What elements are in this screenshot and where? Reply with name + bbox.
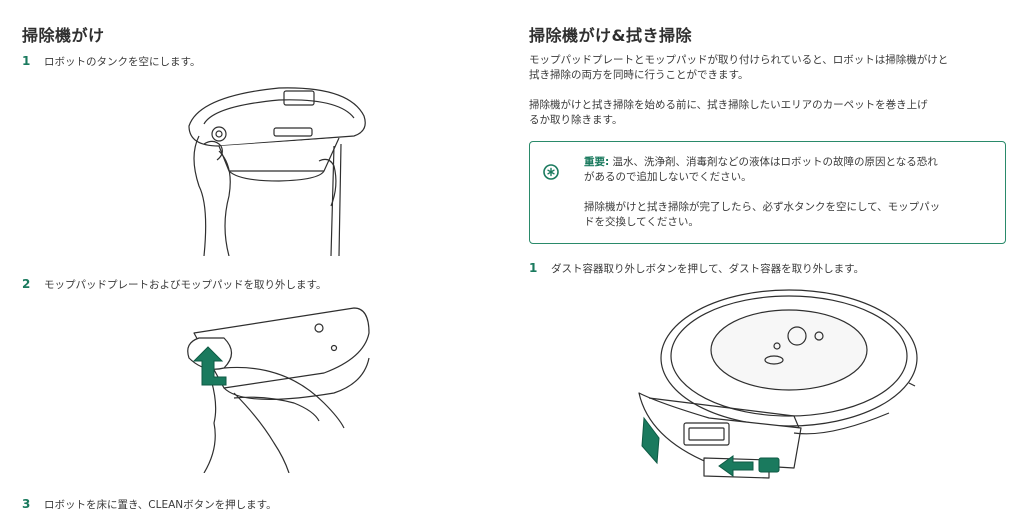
warning-line-1: 温水、洗浄剤、消毒剤などの液体はロボットの故障の原因となる恐れ [609, 156, 938, 168]
step-number: 3 [22, 497, 31, 511]
warning-line-2: があるので追加しないでください。 [584, 171, 752, 183]
step-1-remove-dust-bin: 1 ダスト容器取り外しボタンを押して、ダスト容器を取り外します。 [529, 261, 864, 276]
lift-arrow-icon [192, 346, 227, 386]
section-title-vacuum: 掃除機がけ [22, 26, 105, 45]
note-line-2: ドを交換してください。 [584, 216, 699, 228]
after-cleaning-note: 掃除機がけと拭き掃除が完了したら、必ず水タンクを空にして、モップパッドを交換して… [584, 200, 994, 230]
important-callout: 重要: 温水、洗浄剤、消毒剤などの液体はロボットの故障の原因となる恐れがあるので… [529, 141, 1006, 244]
mop-plate-removal-illustration [187, 307, 370, 473]
release-button-left-icon [641, 416, 660, 465]
dust-bin-removal-illustration [638, 289, 918, 479]
important-warning: 重要: 温水、洗浄剤、消毒剤などの液体はロボットの故障の原因となる恐れがあるので… [584, 155, 994, 185]
step-number: 1 [529, 261, 538, 275]
section-title-vacuum-mop: 掃除機がけ&拭き掃除 [529, 26, 692, 45]
intro-line-1: モップパッドプレートとモップパッドが取り付けられていると、ロボットは掃除機がけと [529, 54, 949, 66]
step-number: 1 [22, 54, 31, 68]
carpet-line-2: るか取り除きます。 [529, 114, 623, 126]
release-button-right-icon [758, 457, 780, 473]
robot-tank-illustration [188, 87, 366, 256]
carpet-paragraph: 掃除機がけと拭き掃除を始める前に、拭き掃除したいエリアのカーペットを巻き上げ る… [529, 98, 999, 128]
carpet-line-1: 掃除機がけと拭き掃除を始める前に、拭き掃除したいエリアのカーペットを巻き上げ [529, 99, 928, 111]
intro-paragraph: モップパッドプレートとモップパッドが取り付けられていると、ロボットは掃除機がけと… [529, 53, 999, 83]
important-label: 重要: [584, 156, 610, 168]
important-asterisk-icon [543, 164, 559, 180]
step-text: ロボットを床に置き、CLEANボタンを押します。 [44, 499, 277, 511]
pull-arrow-icon [718, 455, 754, 477]
note-line-1: 掃除機がけと拭き掃除が完了したら、必ず水タンクを空にして、モップパッ [584, 201, 941, 213]
step-3-press-clean: 3 ロボットを床に置き、CLEANボタンを押します。 [22, 497, 277, 512]
intro-line-2: 拭き掃除の両方を同時に行うことができます。 [529, 69, 749, 81]
step-text: モップパッドプレートおよびモップパッドを取り外します。 [44, 279, 327, 291]
step-2-remove-mop: 2 モップパッドプレートおよびモップパッドを取り外します。 [22, 277, 326, 292]
step-number: 2 [22, 277, 31, 291]
step-text: ダスト容器取り外しボタンを押して、ダスト容器を取り外します。 [551, 263, 865, 275]
step-1-empty-tank: 1 ロボットのタンクを空にします。 [22, 54, 200, 69]
step-text: ロボットのタンクを空にします。 [44, 56, 201, 68]
